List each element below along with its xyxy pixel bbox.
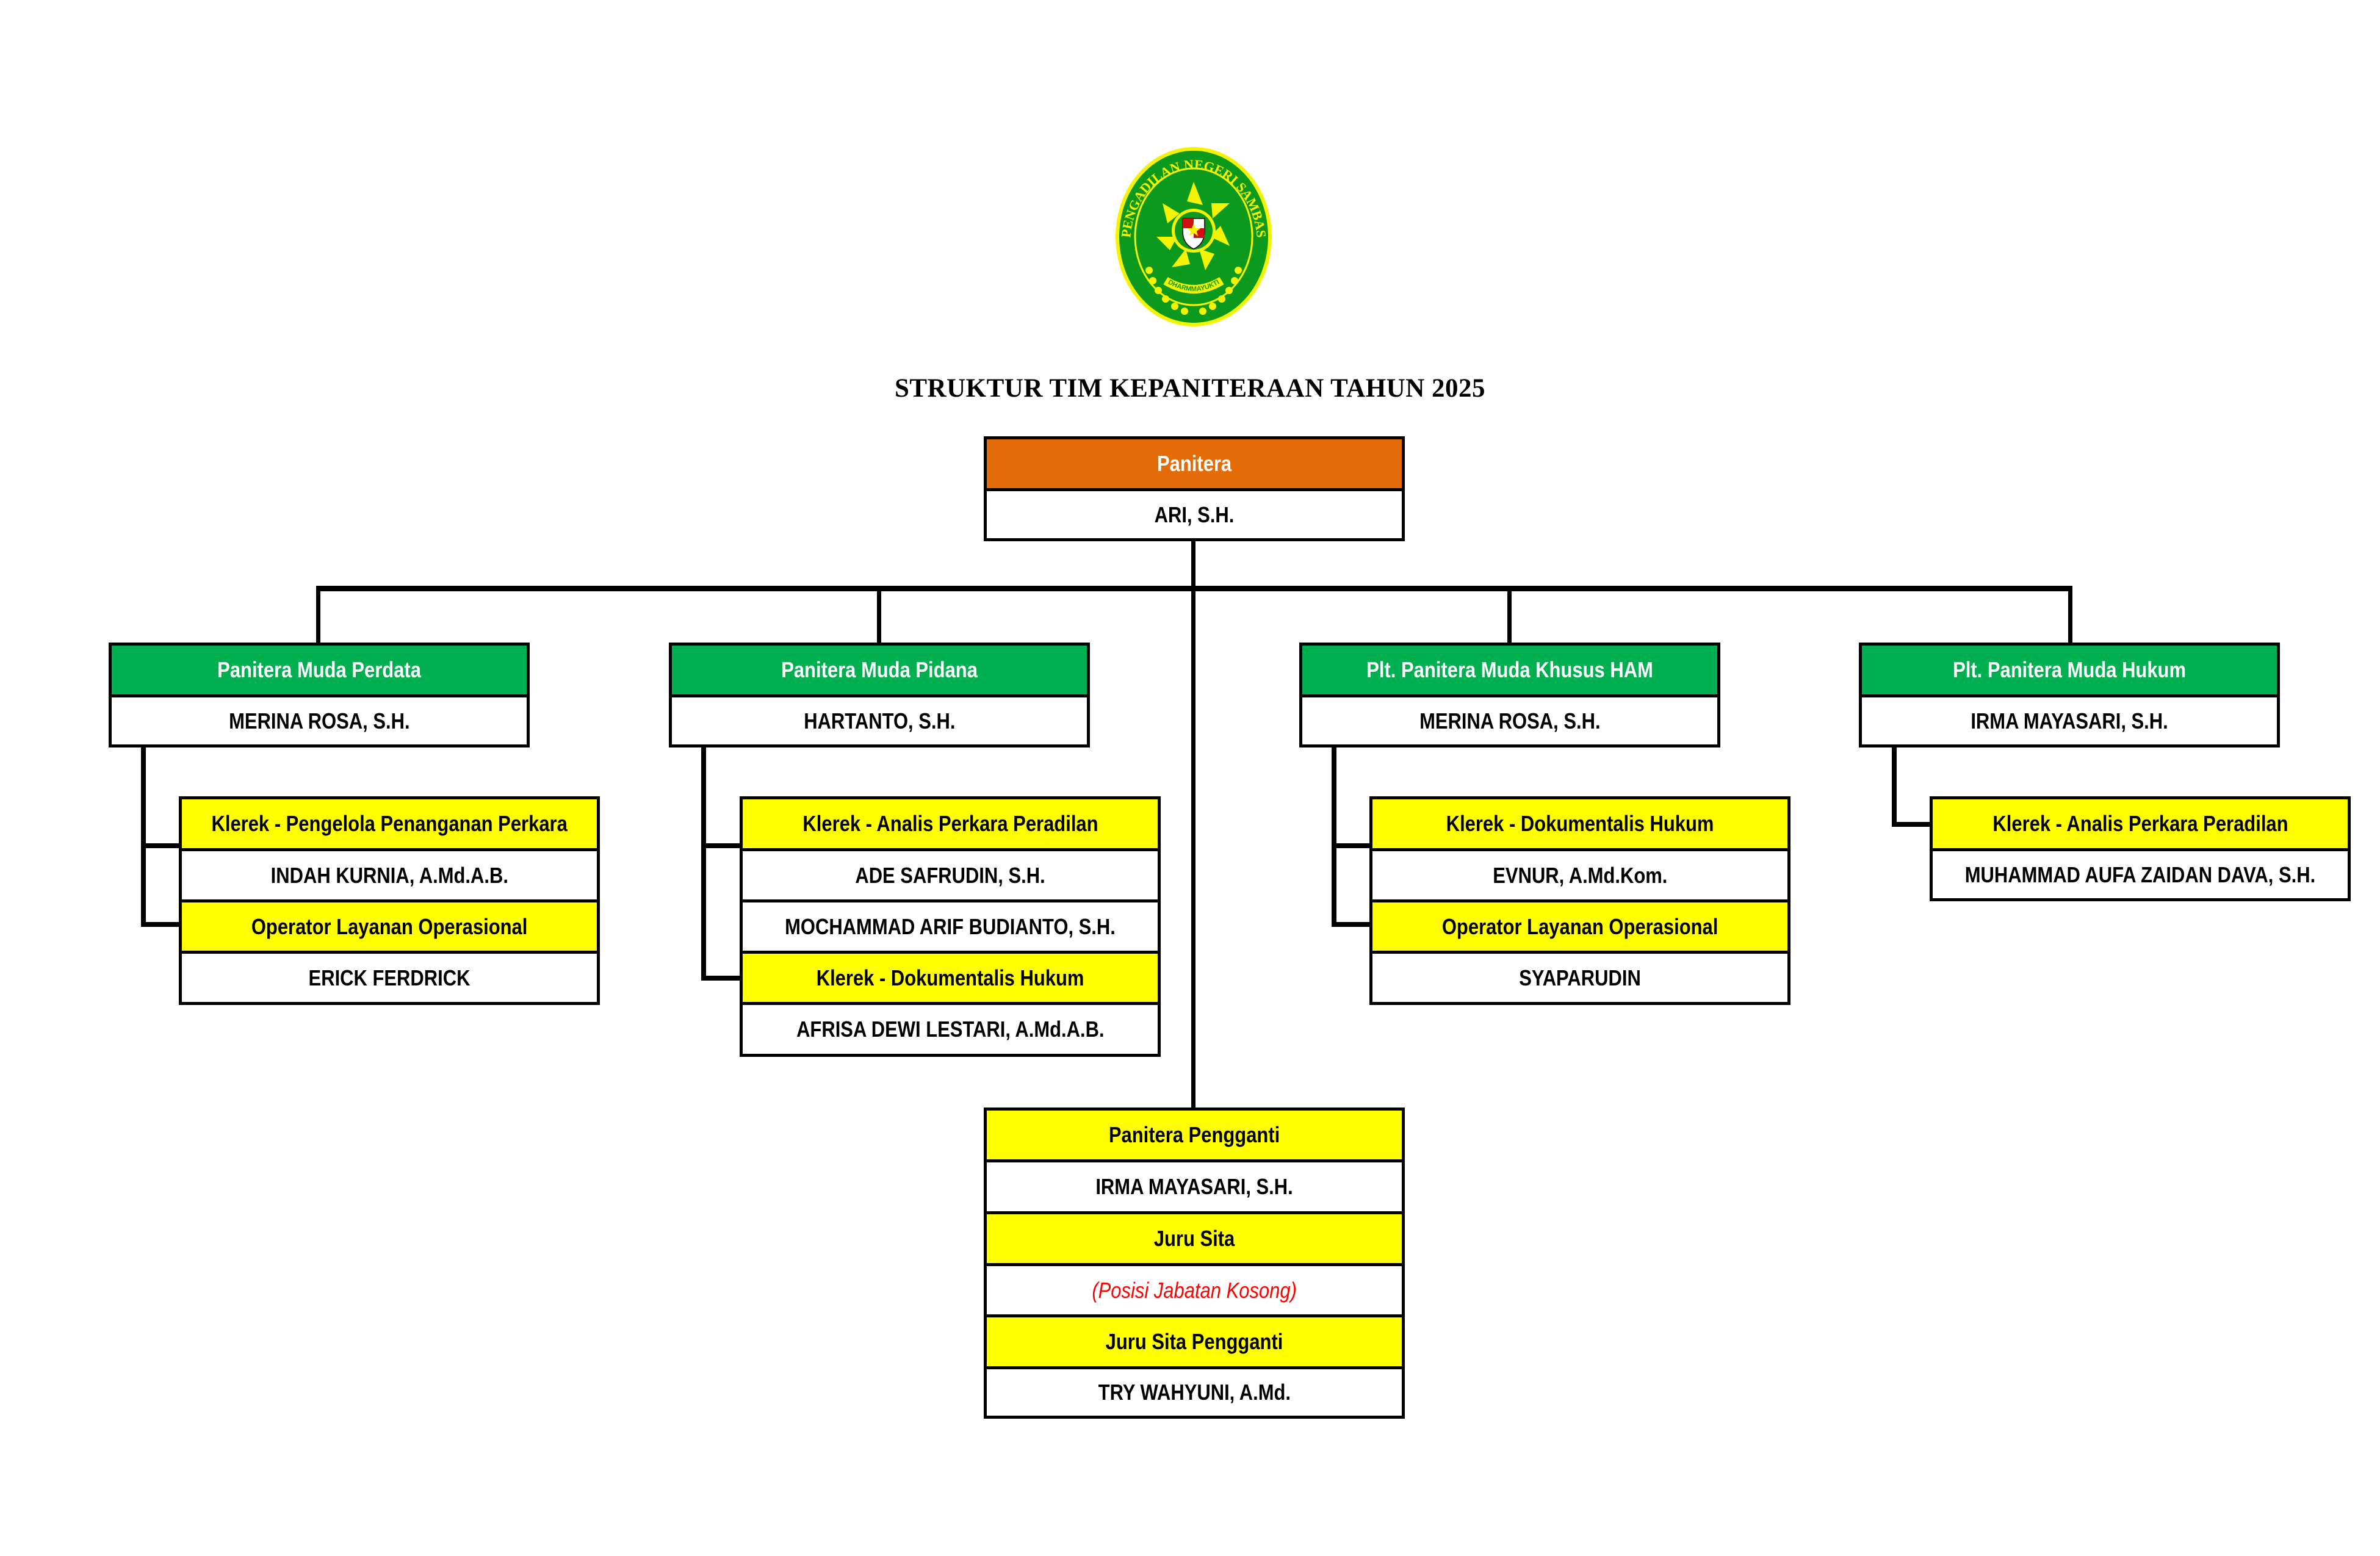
section-name: IRMA MAYASARI, S.H. [1862, 697, 2277, 744]
staff-pidana-box: Klerek - Analis Perkara Peradilan ADE SA… [740, 796, 1161, 1057]
connector-hukum-vertical [1892, 746, 1897, 827]
section-role: Panitera Muda Perdata [112, 646, 527, 697]
section-hukum-box: Plt. Panitera Muda Hukum IRMA MAYASARI, … [1859, 643, 2280, 747]
connector-ham-vertical [1332, 746, 1336, 927]
connector-perdata-staff-1 [141, 843, 180, 848]
staff-role: Klerek - Dokumentalis Hukum [743, 954, 1158, 1005]
panitera-pengganti-name: IRMA MAYASARI, S.H. [987, 1162, 1402, 1214]
panitera-name: ARI, S.H. [987, 491, 1402, 538]
section-name: MERINA ROSA, S.H. [1302, 697, 1717, 744]
panitera-box: Panitera ARI, S.H. [984, 436, 1405, 541]
connector-perdata-vertical [141, 746, 146, 927]
connector-drop-pidana [877, 586, 881, 644]
sun-rays-icon [1156, 182, 1230, 270]
connector-drop-ham [1507, 586, 1512, 644]
section-role: Plt. Panitera Muda Khusus HAM [1302, 646, 1717, 697]
court-emblem-logo: PENGADILAN NEGERI SAMBAS DHARMMAYUKTI [1116, 147, 1272, 326]
connector-ham-staff-1 [1332, 843, 1371, 848]
page-title: STRUKTUR TIM KEPANITERAAN TAHUN 2025 [894, 374, 1486, 403]
section-role: Panitera Muda Pidana [672, 646, 1087, 697]
panitera-pengganti-role: Panitera Pengganti [987, 1111, 1402, 1162]
staff-role: Klerek - Analis Perkara Peradilan [1933, 799, 2348, 851]
staff-role: Klerek - Pengelola Penanganan Perkara [182, 799, 597, 851]
bottom-roles-box: Panitera Pengganti IRMA MAYASARI, S.H. J… [984, 1108, 1405, 1419]
staff-role: Klerek - Dokumentalis Hukum [1372, 799, 1787, 851]
connector-pidana-staff-2 [701, 976, 741, 981]
juru-sita-role: Juru Sita [987, 1214, 1402, 1266]
juru-sita-vacant: (Posisi Jabatan Kosong) [987, 1266, 1402, 1317]
juru-sita-pengganti-name: TRY WAHYUNI, A.Md. [987, 1369, 1402, 1416]
staff-name: EVNUR, A.Md.Kom. [1372, 851, 1787, 902]
section-ham-box: Plt. Panitera Muda Khusus HAM MERINA ROS… [1299, 643, 1720, 747]
juru-sita-pengganti-role: Juru Sita Pengganti [987, 1317, 1402, 1369]
panitera-role: Panitera [987, 439, 1402, 491]
rice-cotton-garland-icon [1145, 267, 1242, 315]
connector-drop-perdata [316, 586, 320, 644]
connector-head-down [1191, 540, 1195, 1109]
staff-name: ADE SAFRUDIN, S.H. [743, 851, 1158, 902]
connector-drop-hukum [2068, 586, 2072, 644]
staff-name: AFRISA DEWI LESTARI, A.Md.A.B. [743, 1005, 1158, 1054]
section-name: HARTANTO, S.H. [672, 697, 1087, 744]
section-perdata-box: Panitera Muda Perdata MERINA ROSA, S.H. [109, 643, 530, 747]
section-name: MERINA ROSA, S.H. [112, 697, 527, 744]
staff-role: Klerek - Analis Perkara Peradilan [743, 799, 1158, 851]
staff-name: INDAH KURNIA, A.Md.A.B. [182, 851, 597, 902]
staff-perdata-box: Klerek - Pengelola Penanganan Perkara IN… [179, 796, 600, 1005]
staff-role: Operator Layanan Operasional [1372, 902, 1787, 954]
section-pidana-box: Panitera Muda Pidana HARTANTO, S.H. [669, 643, 1090, 747]
connector-pidana-vertical [701, 746, 706, 981]
staff-hukum-box: Klerek - Analis Perkara Peradilan MUHAMM… [1930, 796, 2351, 901]
staff-name: MOCHAMMAD ARIF BUDIANTO, S.H. [743, 902, 1158, 954]
section-role: Plt. Panitera Muda Hukum [1862, 646, 2277, 697]
connector-horizontal-bar [316, 586, 2072, 591]
staff-ham-box: Klerek - Dokumentalis Hukum EVNUR, A.Md.… [1369, 796, 1790, 1005]
staff-name: MUHAMMAD AUFA ZAIDAN DAVA, S.H. [1933, 851, 2348, 898]
staff-role: Operator Layanan Operasional [182, 902, 597, 954]
connector-ham-staff-2 [1332, 922, 1371, 927]
connector-perdata-staff-2 [141, 922, 180, 927]
staff-name: SYAPARUDIN [1372, 954, 1787, 1002]
connector-pidana-staff-1 [701, 843, 741, 848]
staff-name: ERICK FERDRICK [182, 954, 597, 1002]
connector-hukum-staff-1 [1892, 822, 1931, 827]
